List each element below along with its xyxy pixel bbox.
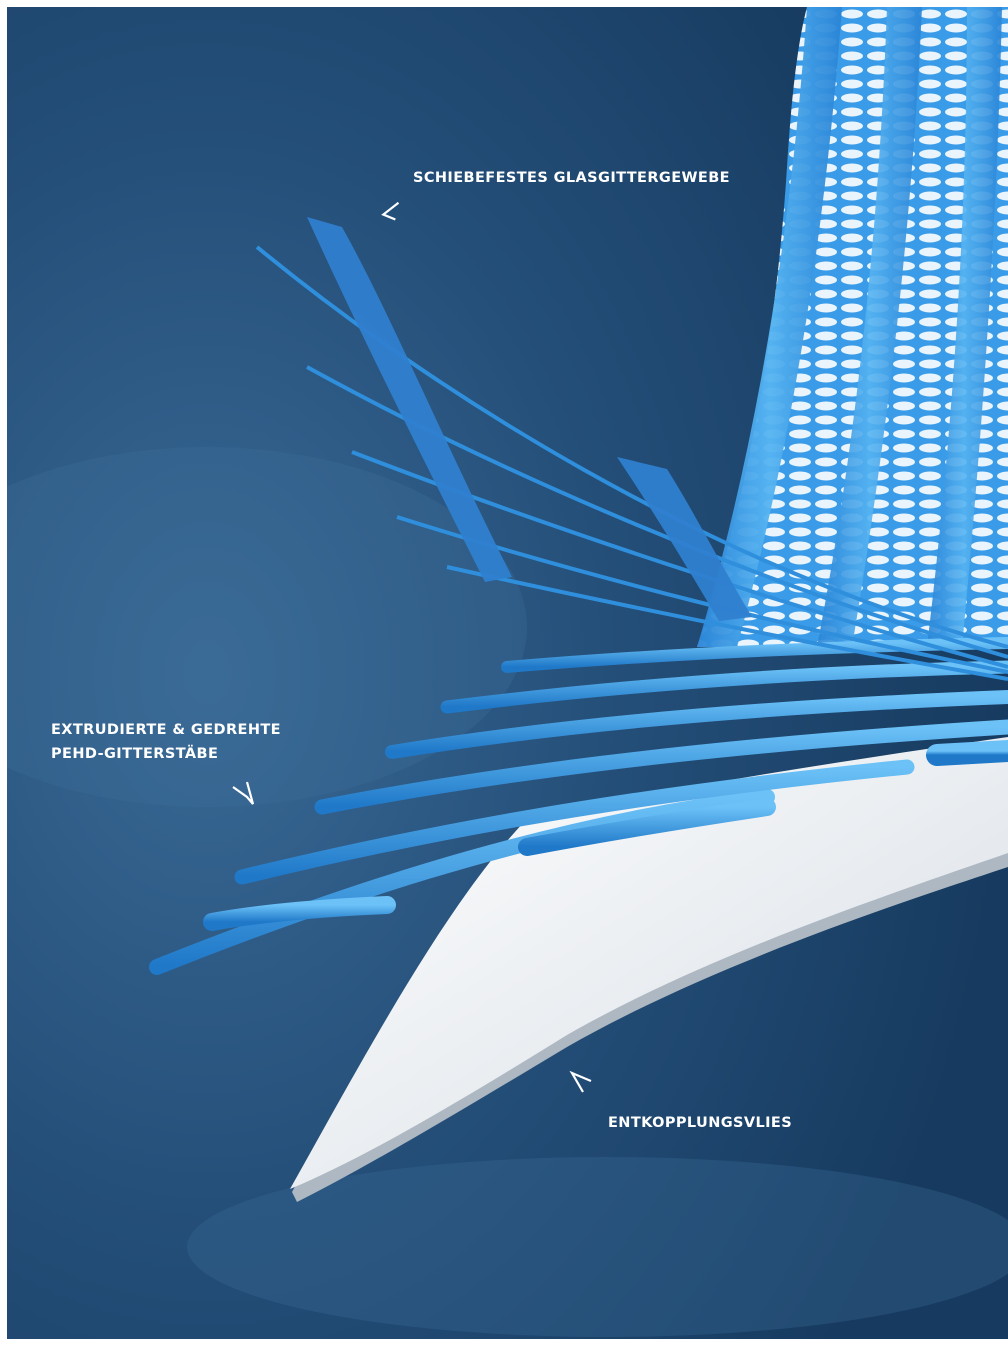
label-decoupling-fleece: ENTKOPPLUNGSVLIES — [608, 1111, 792, 1135]
layer-diagram — [7, 7, 1008, 1339]
label-decoupling-fleece-text: ENTKOPPLUNGSVLIES — [608, 1111, 792, 1135]
product-illustration: SCHIEBEFESTES GLASGITTERGEWEBE EXTRUDIER… — [7, 7, 1008, 1339]
label-glass-fabric: SCHIEBEFESTES GLASGITTERGEWEBE — [413, 166, 730, 190]
label-pehd-rods-line2: PEHD-GITTERSTÄBE — [51, 742, 281, 766]
label-glass-fabric-text: SCHIEBEFESTES GLASGITTERGEWEBE — [413, 166, 730, 190]
label-pehd-rods: EXTRUDIERTE & GEDREHTE PEHD-GITTERSTÄBE — [51, 718, 281, 766]
label-pehd-rods-line1: EXTRUDIERTE & GEDREHTE — [51, 718, 281, 742]
